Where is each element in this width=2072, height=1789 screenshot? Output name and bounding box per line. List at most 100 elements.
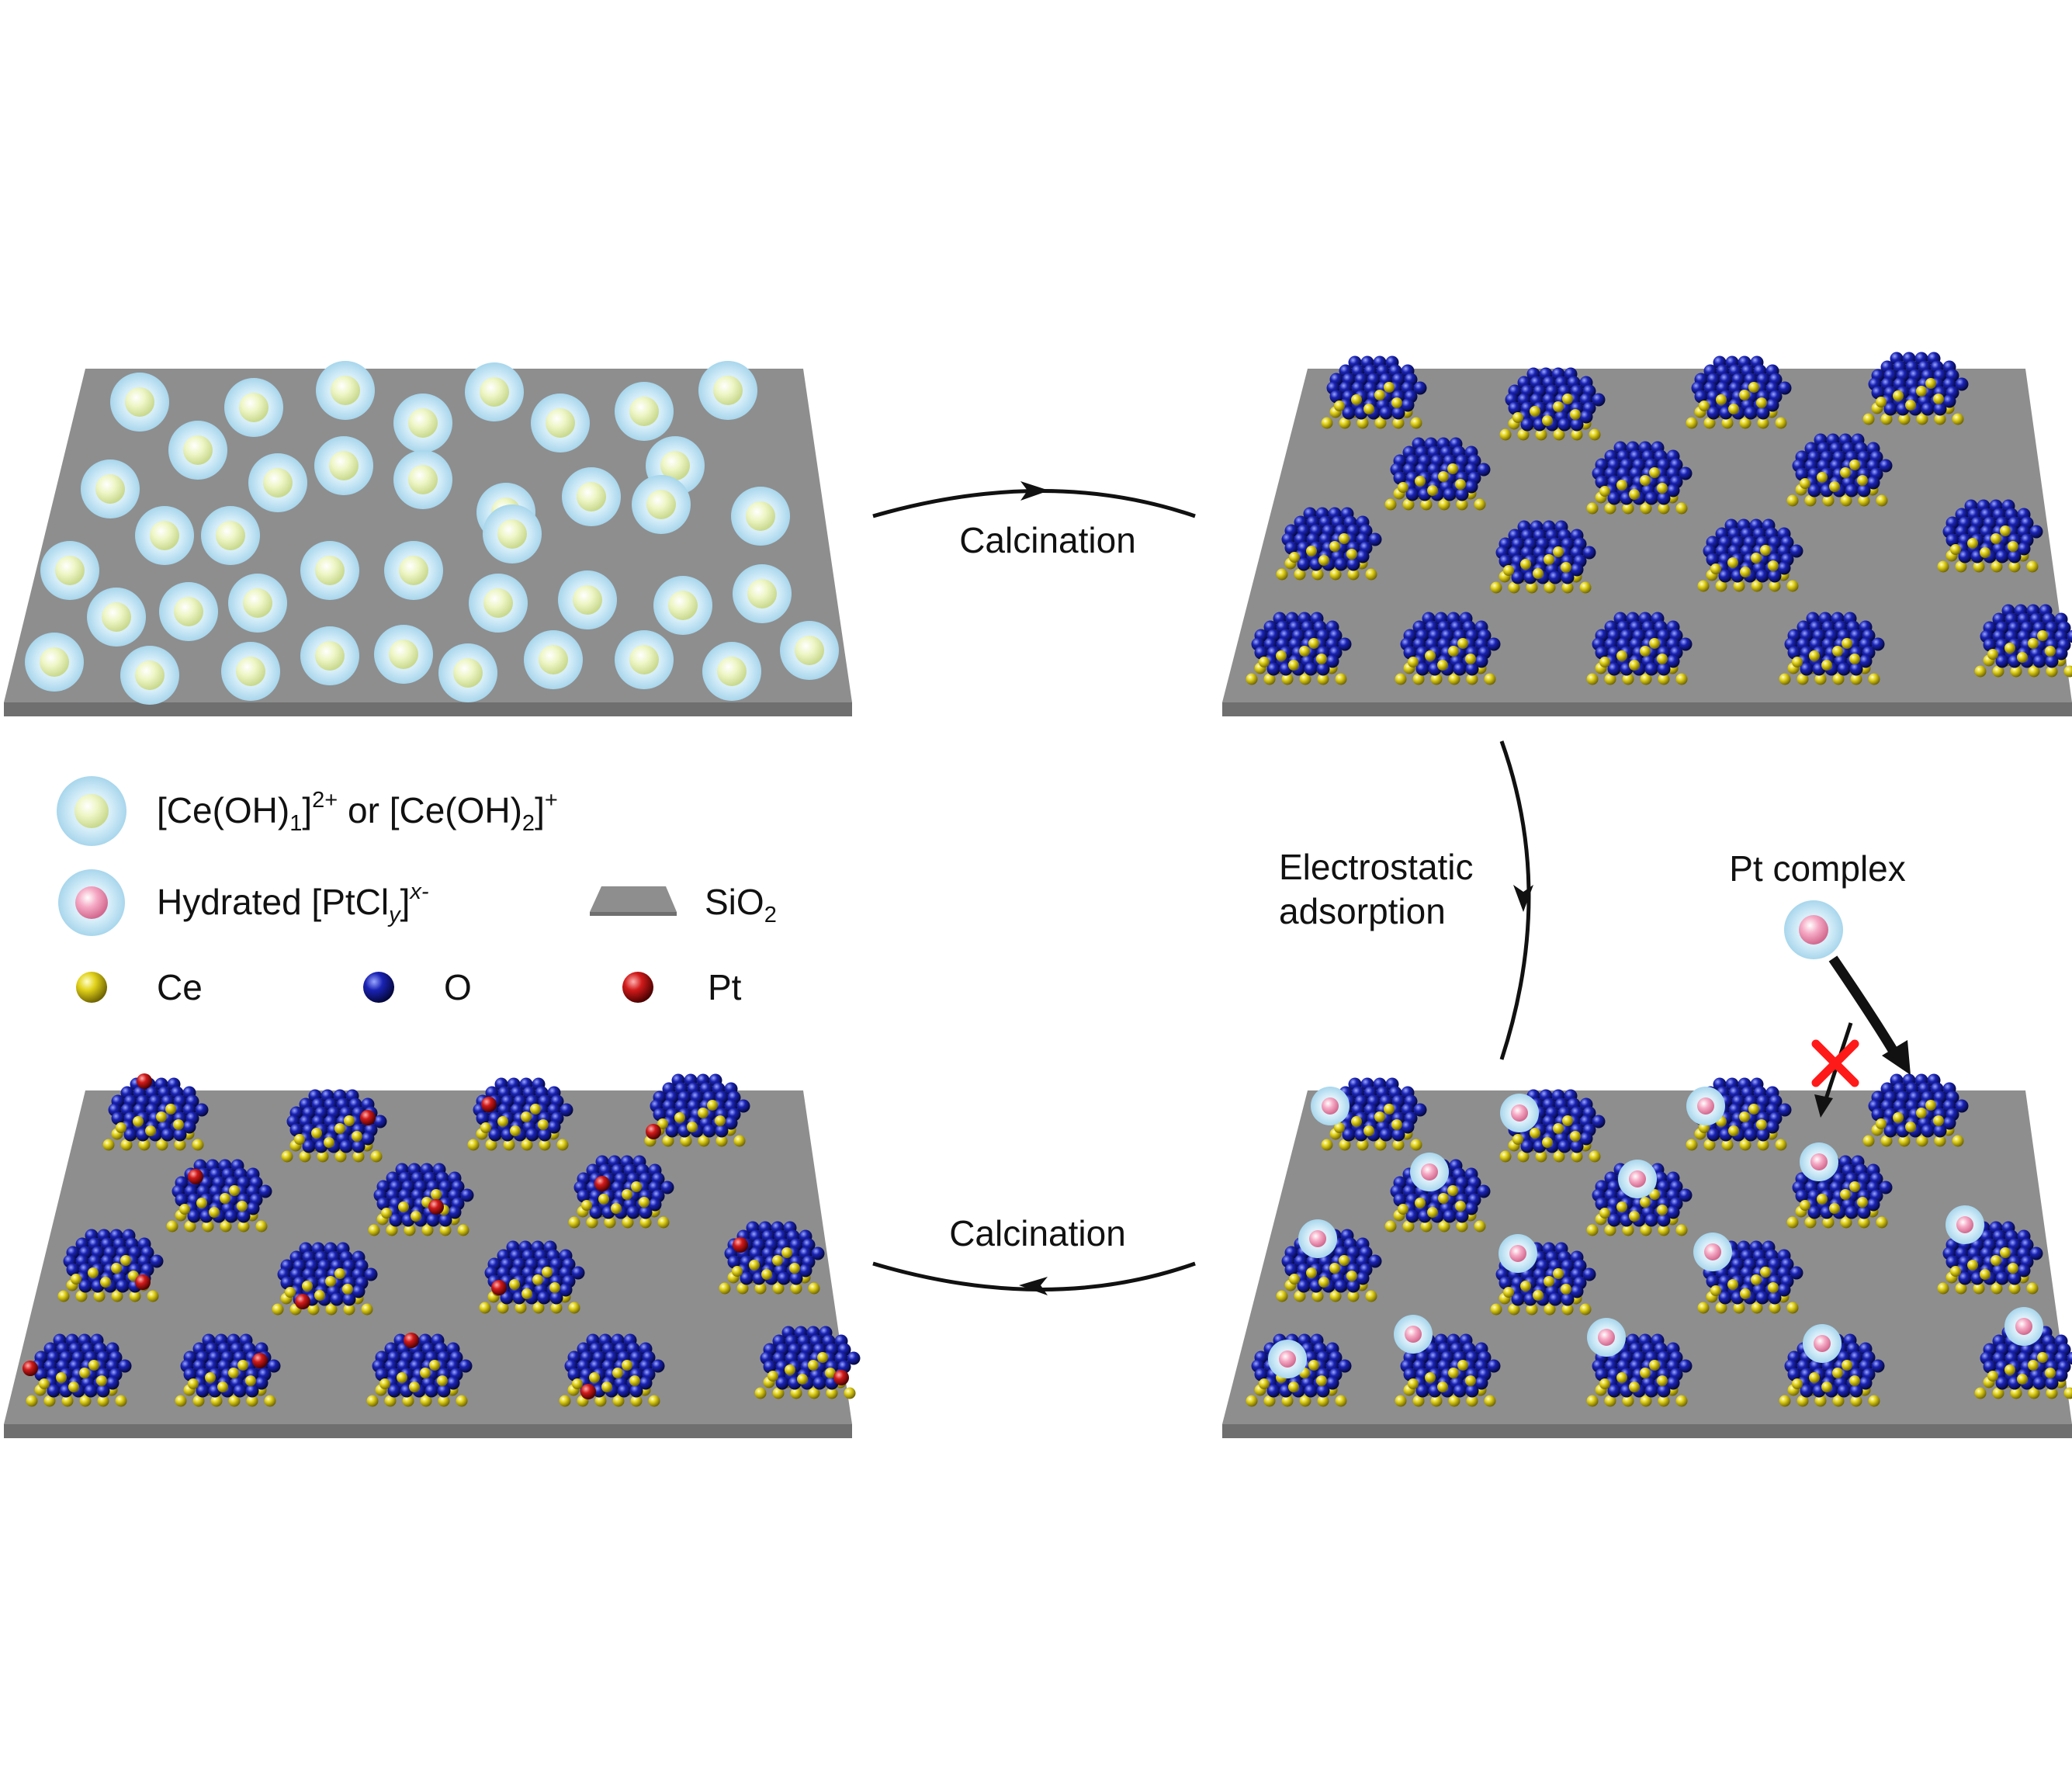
ce-atom: [1457, 1360, 1468, 1371]
ce-atom: [1276, 650, 1287, 661]
adsorbed-pt-complex: [1394, 1315, 1433, 1354]
ce-atom: [1721, 417, 1734, 429]
o-atom: [1958, 550, 1972, 563]
ce-atom: [192, 1139, 204, 1151]
ce-atom: [116, 1122, 126, 1133]
o-atom: [549, 1291, 563, 1305]
ce-atom: [1448, 646, 1459, 657]
ceo2-cluster: [1586, 1160, 1693, 1236]
ceo2-cluster: [1395, 612, 1501, 685]
ce-atom: [754, 1282, 767, 1295]
ce-atom: [1898, 1135, 1911, 1147]
ce-atom: [2008, 560, 2021, 573]
ce-atom: [586, 1216, 598, 1229]
step-label-electrostatic: Electrostatic: [1279, 847, 1474, 887]
ce-atom: [2008, 1263, 2018, 1274]
ce-atom: [1640, 475, 1651, 486]
o-atom: [1487, 637, 1501, 651]
ce-atom: [719, 1282, 731, 1295]
o-atom: [1849, 662, 1863, 676]
ce-atom: [1276, 568, 1288, 581]
arrow-calcination-2: [872, 1261, 1196, 1295]
ce-atom: [115, 1395, 127, 1407]
o-atom: [78, 1279, 92, 1293]
o-atom: [280, 1276, 294, 1290]
ce-atom: [1779, 673, 1791, 685]
pt-atom: [404, 1333, 419, 1348]
step-label-adsorption: adsorption: [1279, 891, 1446, 931]
ce-atom: [317, 1150, 329, 1163]
o-atom: [342, 1292, 356, 1306]
ce-atom: [1339, 533, 1350, 544]
ce-atom: [2026, 560, 2039, 573]
ce-atom: [1739, 390, 1750, 400]
o-atom: [1871, 637, 1885, 651]
ce-atom: [1586, 1224, 1599, 1236]
ceo2-cluster: [1246, 1333, 1352, 1407]
o-atom: [302, 1139, 316, 1153]
ce-atom: [1447, 463, 1458, 474]
ceo2-cluster: [368, 1163, 474, 1236]
ce-atom: [1317, 1395, 1329, 1407]
ceo2-cluster: [1937, 1205, 2043, 1295]
ce-atom: [1616, 1201, 1627, 1212]
o-atom: [1595, 1368, 1609, 1382]
ce-atom: [1987, 1371, 1998, 1382]
ce-precursor: [135, 506, 194, 565]
ce-atom: [2063, 665, 2072, 678]
o-atom: [1334, 557, 1348, 571]
ce-atom: [1318, 555, 1329, 566]
ce-atom: [431, 1189, 442, 1200]
ce-atom: [1640, 1197, 1651, 1208]
ce-atom: [57, 1290, 70, 1302]
ce-atom: [2045, 646, 2056, 657]
o-atom: [1857, 484, 1871, 498]
ce-atom: [2004, 1364, 2015, 1375]
ce-atom: [56, 1372, 67, 1383]
ce-atom: [1786, 1216, 1799, 1229]
ce-atom: [1465, 654, 1476, 664]
ce-atom: [381, 1208, 392, 1219]
ce-atom: [342, 1284, 353, 1295]
ce-atom: [1357, 1139, 1369, 1151]
ceo2-cluster: [1311, 1077, 1427, 1151]
ce-atom: [1991, 560, 2003, 573]
ce-atom: [1640, 502, 1652, 515]
o-atom: [106, 1376, 120, 1390]
o-atom: [1557, 1139, 1571, 1153]
ce-atom: [1391, 1119, 1402, 1130]
ce-atom: [1821, 660, 1832, 671]
o-atom: [1405, 1209, 1419, 1223]
o-atom: [847, 1351, 861, 1365]
o-atom: [424, 1384, 438, 1398]
o-atom: [740, 1271, 754, 1285]
o-atom: [161, 1128, 175, 1142]
ceo2-cluster: [1786, 1142, 1893, 1229]
ce-atom: [1858, 1216, 1870, 1229]
ce-atom: [368, 1224, 380, 1236]
o-atom: [1338, 1359, 1352, 1373]
arrow-electrostatic-adsorption: [1499, 740, 1533, 1060]
ce-atom: [402, 1395, 414, 1407]
ce-atom: [1751, 1302, 1763, 1314]
o-atom: [1679, 466, 1693, 480]
ce-atom: [26, 1395, 38, 1407]
ce-atom: [1916, 1108, 1927, 1118]
o-atom: [1883, 1124, 1897, 1138]
ce-atom: [1392, 417, 1405, 429]
legend-sio2-label: SiO2: [705, 882, 777, 927]
ce-atom: [210, 1395, 223, 1407]
ce-atom: [790, 1387, 802, 1399]
ce-atom: [1466, 1395, 1478, 1407]
ceo2-cluster: [467, 1077, 573, 1151]
ce-precursor: [228, 574, 287, 633]
ce-atom: [1955, 1282, 1967, 1295]
ce-atom: [1974, 665, 1987, 678]
ce-atom: [334, 1268, 345, 1279]
ce-atom: [1950, 544, 1961, 555]
ce-atom: [1739, 1139, 1751, 1151]
ce-atom: [237, 1220, 250, 1233]
ce-precursor: [615, 382, 674, 441]
ce-atom: [1658, 673, 1670, 685]
ce-atom: [1786, 494, 1799, 507]
